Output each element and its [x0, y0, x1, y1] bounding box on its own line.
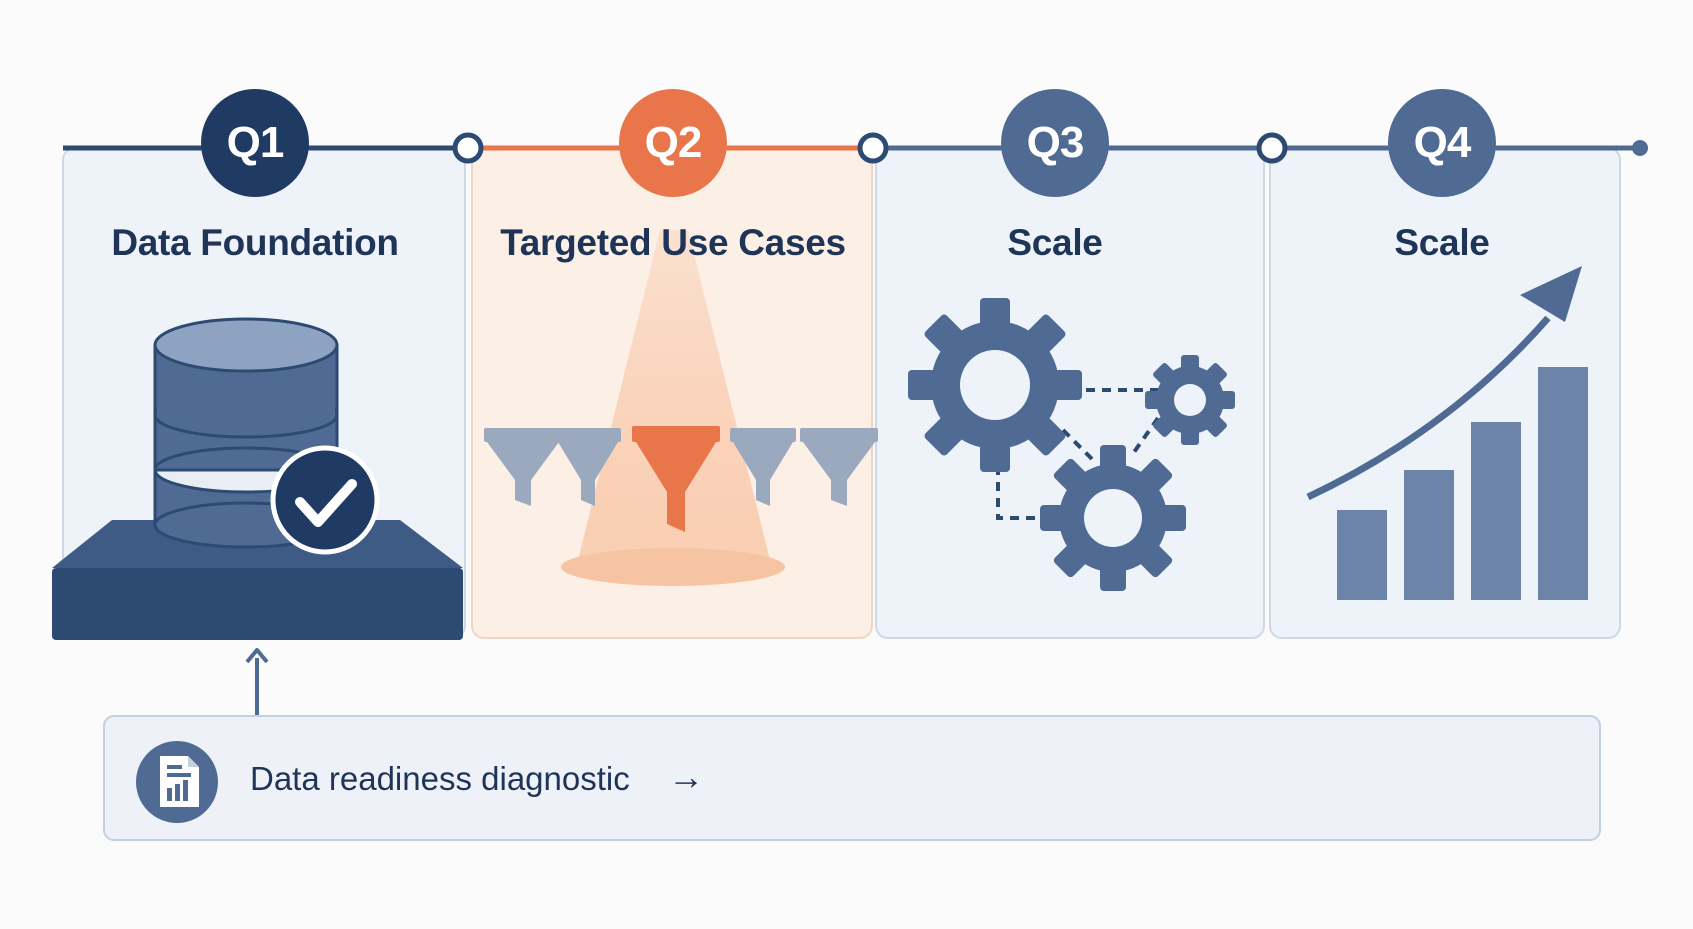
badge-label-q1: Q1: [226, 118, 285, 167]
badge-q4: [1388, 89, 1496, 197]
bar-chart-growth-icon: [1306, 266, 1588, 600]
timeline-end-dot: [1632, 140, 1648, 156]
badge-label-q3: Q3: [1026, 118, 1085, 167]
diagnostic-box: [103, 715, 1601, 841]
gears-icon: [908, 298, 1235, 591]
badge-q1: [201, 89, 309, 197]
stage-title-q2: Targeted Use Cases: [500, 222, 846, 263]
badge-q3: [1001, 89, 1109, 197]
milestone-node-1: [452, 132, 484, 164]
report-document-icon: [136, 741, 218, 823]
stage-title-q1: Data Foundation: [111, 222, 399, 263]
milestone-node-2: [857, 132, 889, 164]
badge-label-q4: Q4: [1413, 118, 1472, 167]
badge-label-q2: Q2: [644, 118, 703, 167]
stage-title-q3: Scale: [1007, 222, 1103, 263]
diagnostic-connector-arrowhead: [245, 648, 269, 664]
milestone-node-3: [1256, 132, 1288, 164]
diagnostic-arrow: →: [668, 756, 704, 797]
database-check-icon: [52, 317, 463, 640]
diagnostic-label: Data readiness diagnostic: [250, 760, 630, 797]
funnel-spotlight-icon: [484, 230, 878, 586]
stage-title-q4: Scale: [1394, 222, 1490, 263]
badge-q2: [619, 89, 727, 197]
